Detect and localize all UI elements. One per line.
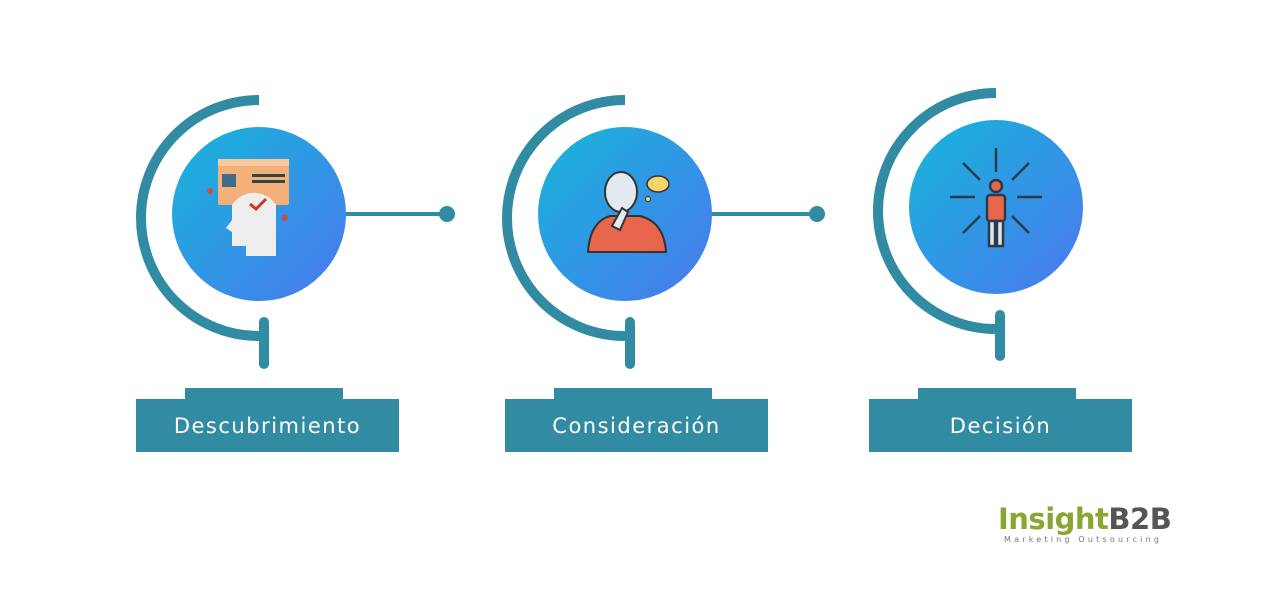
insightb2b-logo: InsightB2B Marketing Outsourcing: [998, 502, 1172, 544]
label-tab-3: [918, 388, 1076, 400]
stage-2-connector-dot: [809, 206, 825, 222]
logo-brand-b: B2B: [1108, 502, 1172, 536]
stage-3-graphic: [873, 88, 1083, 361]
label-tab-1: [185, 388, 343, 400]
stage-2-arc: [502, 95, 626, 341]
stage-label-decision: Decisión: [869, 399, 1132, 452]
stage-label-consideracion: Consideración: [505, 399, 768, 452]
stage-1-graphic: [136, 95, 455, 369]
stage-2-graphic: [502, 95, 825, 369]
stage-3-arc: [873, 88, 997, 334]
head-idcard-icon: [207, 159, 289, 256]
stage-1-connector-dot: [439, 206, 455, 222]
stage-1-arc: [136, 95, 260, 341]
label-tab-2: [554, 388, 712, 400]
person-arrows-icon: [950, 148, 1042, 248]
stage-label-descubrimiento: Descubrimiento: [136, 399, 399, 452]
logo-brand-a: Insight: [998, 502, 1109, 536]
logo-tagline: Marketing Outsourcing: [1004, 535, 1163, 544]
thinking-person-icon: [586, 171, 670, 253]
